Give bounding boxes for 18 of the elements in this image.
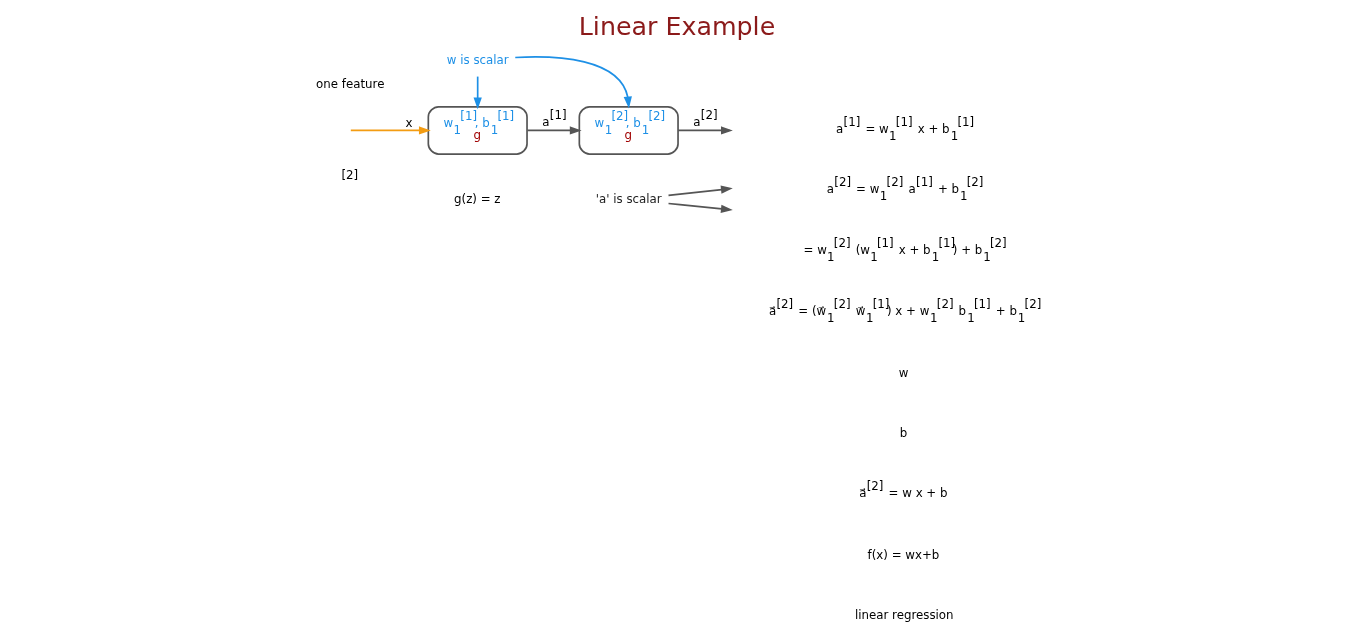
label: w [898, 365, 908, 380]
arrow [473, 75, 482, 110]
label: f(x) = wx+b [867, 547, 939, 562]
arrow [349, 126, 431, 135]
diagram-title: Linear Example [578, 12, 775, 42]
arrow [667, 202, 733, 213]
label: [2] [340, 168, 358, 183]
label: g(z) = z [453, 191, 501, 206]
label: one feature [315, 76, 384, 91]
edge-label: x [405, 116, 413, 131]
arrow [513, 56, 632, 109]
label: linear regression [854, 608, 954, 623]
label: b [899, 426, 907, 441]
arrow [676, 126, 733, 135]
arrow [667, 185, 733, 197]
node-text: 'a' is scalar [595, 191, 662, 206]
arrow [526, 126, 582, 135]
node-text: w is scalar [446, 53, 509, 68]
